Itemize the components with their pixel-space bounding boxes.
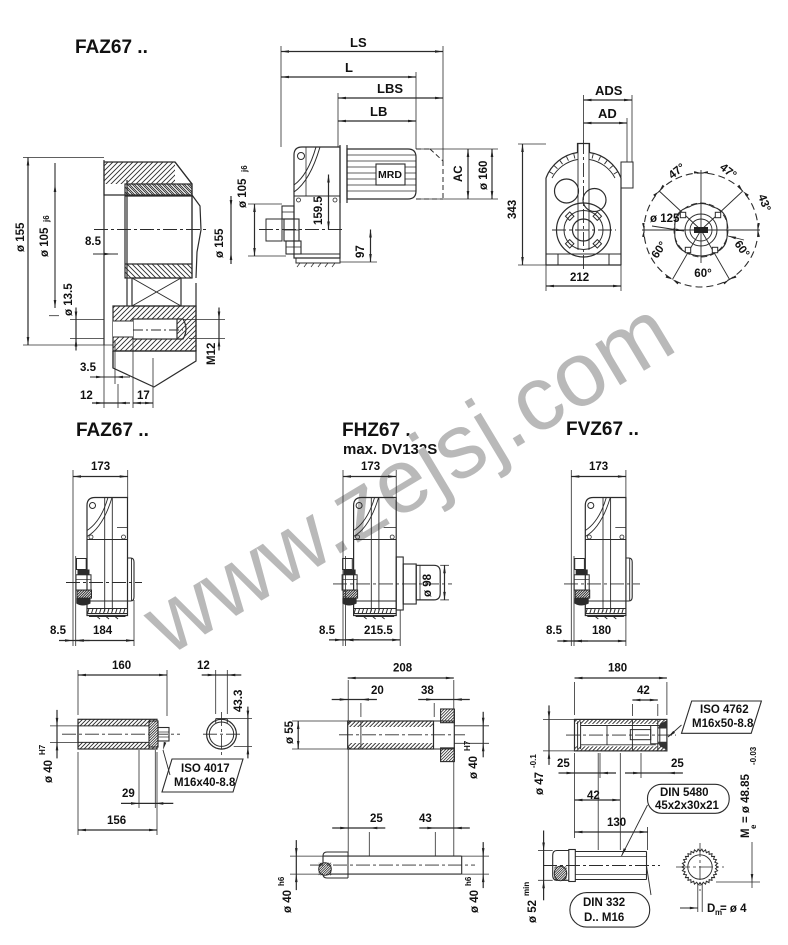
svg-text:ø 155: ø 155 [15, 222, 27, 252]
svg-text:-0.03: -0.03 [749, 746, 758, 765]
svg-text:j6: j6 [240, 165, 249, 173]
svg-text:8.5: 8.5 [50, 625, 67, 637]
svg-text:ø 47: ø 47 [534, 772, 546, 795]
svg-text:H7: H7 [463, 740, 472, 751]
svg-text:AC: AC [453, 165, 465, 182]
svg-text:min: min [522, 882, 531, 896]
svg-text:ø 155: ø 155 [214, 228, 226, 258]
svg-text:FAZ67 ..: FAZ67 .. [76, 420, 149, 441]
svg-text:M16x40-8.8: M16x40-8.8 [174, 777, 236, 789]
svg-text:= ø 4: = ø 4 [720, 903, 747, 915]
svg-text:AD: AD [598, 106, 617, 121]
svg-text:8.5: 8.5 [85, 236, 102, 248]
svg-text:130: 130 [607, 817, 626, 829]
svg-text:LBS: LBS [377, 81, 403, 96]
svg-text:25: 25 [671, 758, 684, 770]
svg-text:43.3: 43.3 [233, 690, 245, 712]
svg-text:173: 173 [91, 461, 110, 473]
svg-text:38: 38 [421, 685, 434, 697]
svg-text:ø 105: ø 105 [39, 227, 51, 257]
svg-text:212: 212 [570, 272, 589, 284]
svg-text:L: L [345, 60, 353, 75]
svg-text:e: e [749, 824, 758, 829]
svg-text:ISO 4017: ISO 4017 [181, 763, 230, 775]
svg-text:ø 13.5: ø 13.5 [63, 283, 75, 316]
svg-text:ø 125: ø 125 [650, 213, 680, 225]
svg-text:17: 17 [137, 390, 150, 402]
svg-text:45x2x30x21: 45x2x30x21 [655, 800, 720, 812]
svg-text:180: 180 [608, 663, 627, 675]
svg-text:H7: H7 [38, 744, 47, 755]
svg-text:60°: 60° [694, 268, 712, 280]
svg-text:97: 97 [355, 245, 367, 258]
svg-text:LS: LS [350, 35, 367, 50]
svg-text:-0.1: -0.1 [529, 754, 538, 768]
svg-text:20: 20 [371, 685, 384, 697]
svg-text:43°: 43° [755, 193, 772, 214]
svg-text:ø 52: ø 52 [527, 900, 539, 923]
svg-text:184: 184 [93, 625, 113, 637]
svg-text:M16x50-8.8: M16x50-8.8 [692, 718, 754, 730]
svg-text:= ø 48.85: = ø 48.85 [740, 773, 752, 823]
svg-text:43: 43 [419, 813, 432, 825]
svg-text:ø 40: ø 40 [282, 890, 294, 913]
svg-text:M12: M12 [206, 343, 218, 365]
svg-text:ø 98: ø 98 [422, 573, 434, 597]
svg-text:343: 343 [507, 200, 519, 219]
svg-text:j6: j6 [42, 215, 51, 223]
svg-text:ISO 4762: ISO 4762 [700, 704, 749, 716]
svg-text:LB: LB [370, 104, 387, 119]
svg-text:25: 25 [370, 813, 383, 825]
svg-text:DIN 332: DIN 332 [583, 897, 625, 909]
svg-text:M: M [740, 828, 752, 838]
svg-text:8.5: 8.5 [546, 625, 563, 637]
svg-text:25: 25 [557, 758, 570, 770]
svg-text:180: 180 [592, 625, 611, 637]
svg-text:173: 173 [361, 461, 380, 473]
svg-text:D: D [707, 903, 715, 915]
svg-text:29: 29 [122, 788, 135, 800]
svg-text:12: 12 [197, 660, 210, 672]
svg-text:8.5: 8.5 [319, 625, 336, 637]
svg-text:173: 173 [589, 461, 608, 473]
svg-text:12: 12 [80, 390, 93, 402]
svg-text:ø 40: ø 40 [469, 890, 481, 913]
svg-text:FAZ67 ..: FAZ67 .. [75, 37, 148, 58]
svg-text:42: 42 [587, 790, 600, 802]
svg-text:FHZ67 ..: FHZ67 .. [342, 420, 416, 441]
svg-text:159.5: 159.5 [313, 196, 325, 225]
svg-text:DIN 5480: DIN 5480 [660, 787, 709, 799]
svg-text:42: 42 [637, 685, 650, 697]
svg-text:156: 156 [107, 815, 126, 827]
svg-text:max. DV132S: max. DV132S [343, 441, 437, 458]
svg-text:215.5: 215.5 [364, 625, 393, 637]
svg-text:ø 160: ø 160 [478, 161, 490, 190]
svg-text:m: m [715, 908, 722, 917]
svg-text:ADS: ADS [595, 83, 623, 98]
svg-text:ø 40: ø 40 [468, 756, 480, 779]
svg-text:ø 105: ø 105 [237, 178, 249, 208]
svg-text:160: 160 [112, 660, 131, 672]
svg-text:D.. M16: D.. M16 [584, 912, 624, 924]
svg-text:3.5: 3.5 [80, 362, 97, 374]
svg-text:h6: h6 [277, 876, 286, 886]
svg-text:208: 208 [393, 663, 413, 675]
svg-text:ø 55: ø 55 [284, 720, 296, 744]
svg-text:ø 40: ø 40 [43, 760, 55, 783]
svg-text:FVZ67 ..: FVZ67 .. [566, 419, 639, 440]
svg-text:h6: h6 [464, 876, 473, 886]
svg-text:MRD: MRD [378, 169, 402, 181]
